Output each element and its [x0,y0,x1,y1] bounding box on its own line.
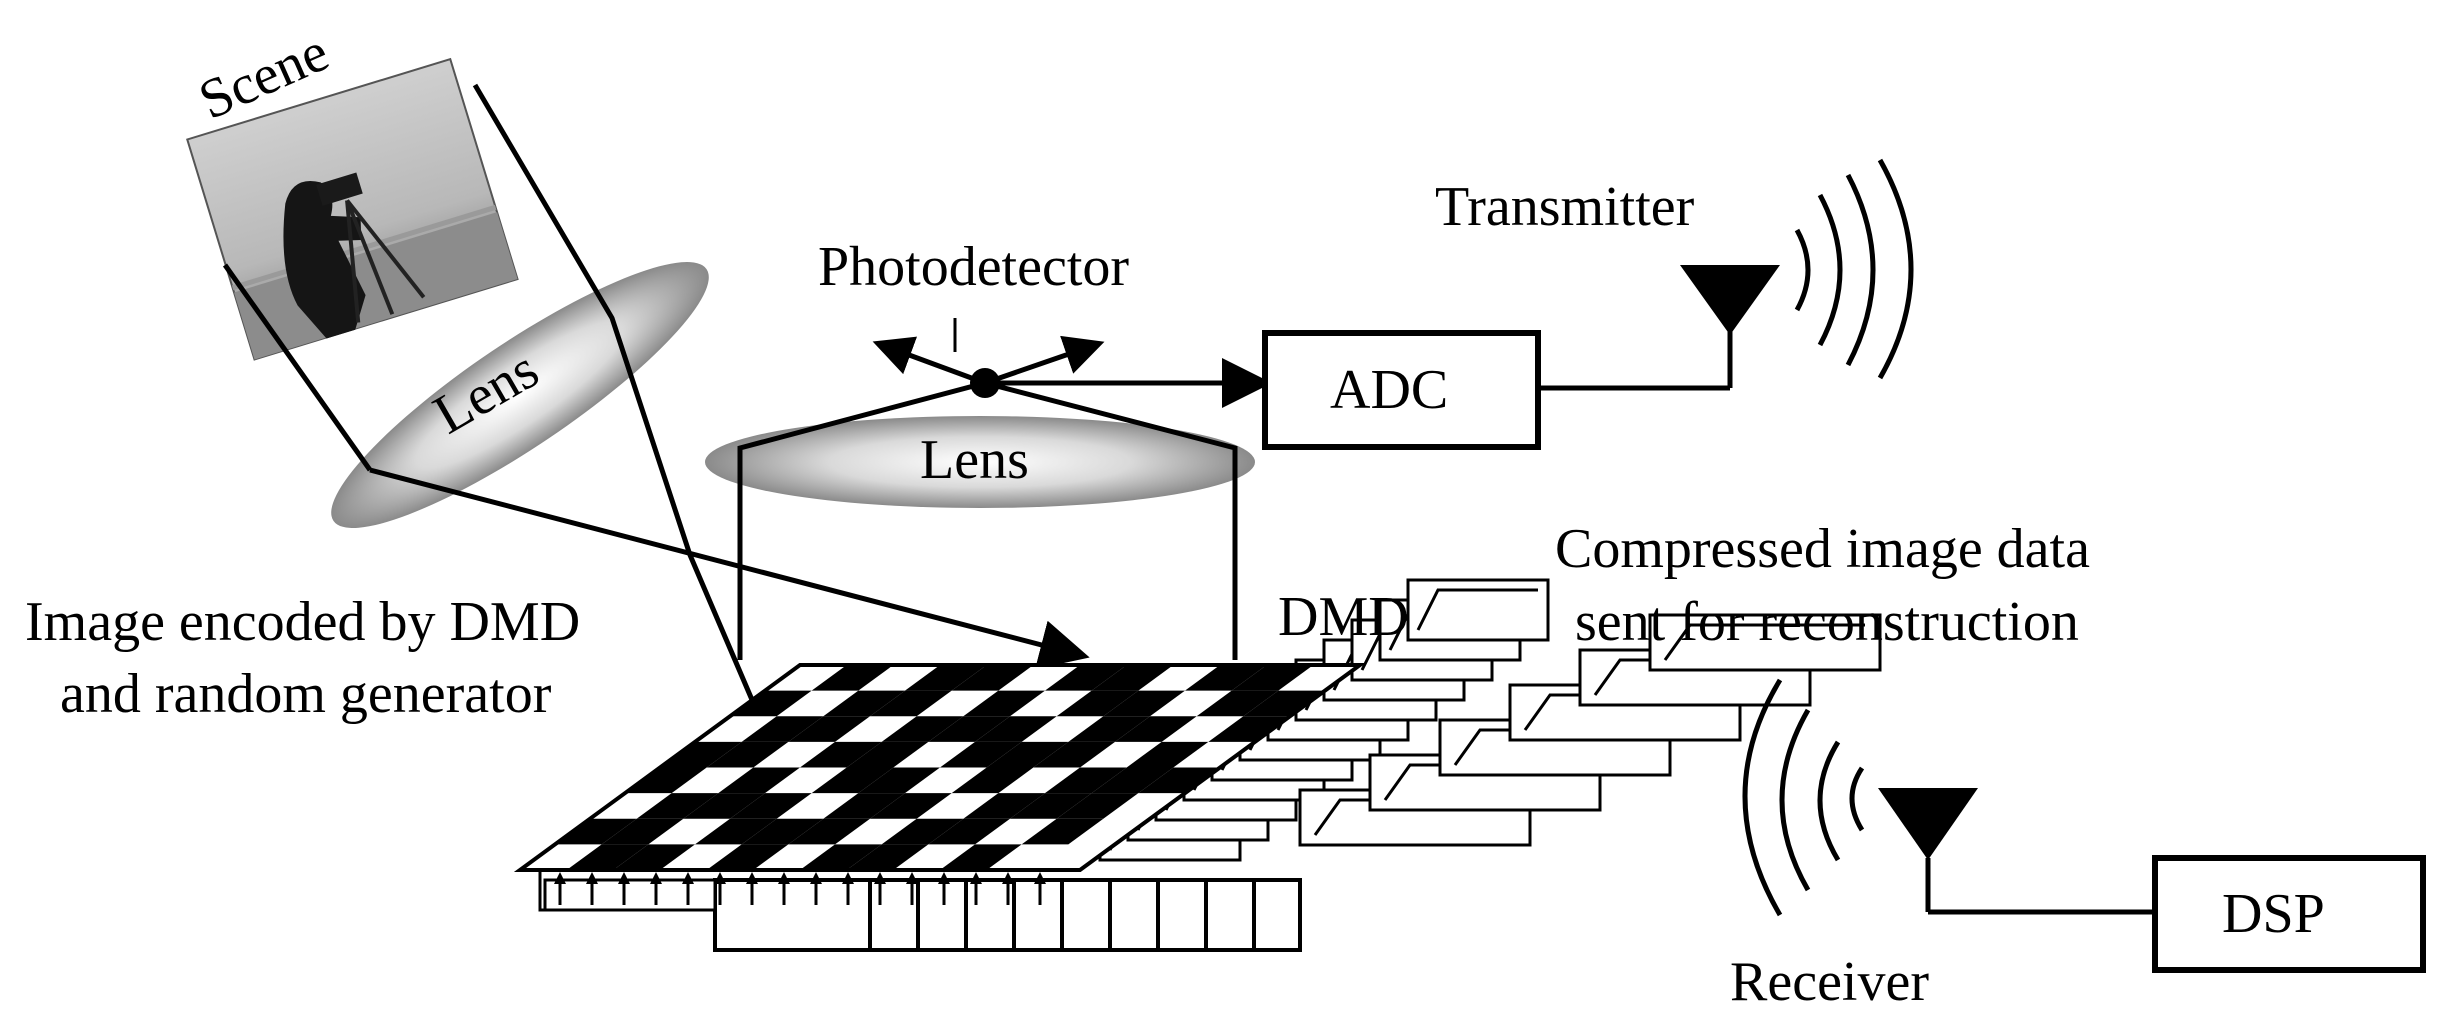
transmitter-label: Transmitter [1435,176,1695,238]
compressed-label-line1: Compressed image data [1555,518,2090,580]
dmd-mask-cell [706,844,789,870]
dmd-mask-cell [951,665,1034,691]
dmd-mask-cell [555,818,637,845]
dmd-mask-cell [695,818,777,845]
dmd-mask-cell [625,767,707,794]
dmd-mask-cell [881,818,964,845]
top-lens [705,416,1255,508]
dmd-mask-cell [811,767,894,794]
receive-waves-icon [1742,678,1865,917]
dmd-mask-cell [1138,767,1220,794]
dmd-mask-cell [823,793,905,819]
photodetector-node [872,318,1272,408]
dmd-mask-cell [718,767,800,794]
receiver-label: Receiver [1730,951,1929,1013]
dmd-mask-cell [811,665,894,691]
encoded-label-line2: and random generator [60,663,552,725]
dsp-label: DSP [2222,883,2325,945]
dmd-mask-cell [846,844,929,870]
dmd-array [513,578,1882,952]
transmit-waves-icon [1794,158,1914,380]
dmd-mask-cell [1045,665,1127,691]
dmd-mask-cell [1115,716,1197,742]
dmd-mask-cell [706,741,789,768]
dmd-mask-cell [788,716,870,742]
dmd-mask-cell [1185,665,1267,691]
dmd-mask-cell [730,690,812,717]
dmd-mask-cell [963,793,1045,819]
dmd-mask-cell [636,793,719,819]
dmd-mask-cell [1010,793,1092,819]
dmd-mask-cell [928,818,1010,845]
dmd-mask-cell [1243,690,1325,717]
dmd-mask-cell [928,716,1010,742]
light-rays [222,83,1090,841]
dmd-layer-row [1648,613,1882,672]
dmd-mask-cell [741,716,824,742]
dmd-mask-pattern [555,665,1325,870]
dmd-mask-cell [730,793,812,819]
dmd-mask-cell [1196,690,1279,717]
dmd-mask-cell [1091,665,1174,691]
dmd-mask-cell [566,844,649,870]
dmd-front-boxes [543,878,1302,952]
dmd-mask-cell [1231,665,1314,691]
dmd-mask-cell [613,844,695,870]
dmd-layer-box [1406,578,1550,642]
dmd-mask-cell [940,741,1022,768]
transmitter-antenna-icon [1680,265,1780,335]
dmd-mask-cell [741,818,824,845]
dsp-box [2152,855,2426,973]
dmd-mask-cell [881,716,964,742]
dmd-label: DMD [1278,586,1409,648]
dmd-mask-cell [800,844,882,870]
dmd-mask-cell [986,741,1069,768]
dmd-mask-cell [870,793,952,819]
dmd-mask-cell [940,844,1022,870]
top-lens-label: Lens [920,429,1029,491]
dmd-mask-cell [601,818,684,845]
dmd-mask-cell [1045,767,1127,794]
photodetector-label: Photodetector [818,236,1129,298]
dmd-mask-cell [975,716,1057,742]
dmd-mask-cell [1056,690,1139,717]
dmd-mask-cell [660,741,742,768]
dmd-micromirror-arrows [538,870,1046,912]
dmd-mask-cell [963,690,1045,717]
compressed-label-line2: sent for reconstruction [1575,591,2079,653]
dmd-mask-cell [788,818,870,845]
dmd-mask-cell [905,665,987,691]
dmd-mask-cell [858,767,940,794]
encoded-label-line1: Image encoded by DMD [25,591,580,653]
dmd-mask-cell [1103,690,1185,717]
dmd-mask-cell [1091,767,1174,794]
receiver-antenna-icon [1878,788,1978,860]
dmd-mask-cell [846,741,929,768]
dmd-mask-cell [1126,741,1209,768]
dmd-mask-cell [800,741,882,768]
dmd-mask-cell [1033,741,1115,768]
dmd-mask-cell [683,793,765,819]
dmd-mask-cell [823,690,905,717]
dmd-mask-cell [951,767,1034,794]
dmd-mask-cell [1056,793,1139,819]
dmd-mask-cell [870,690,952,717]
dmd-mask-cell [1208,716,1290,742]
dmd-mask-cell [1068,716,1150,742]
dmd-mask-cell [1021,818,1104,845]
adc-label: ADC [1330,359,1448,421]
scene-image [186,57,519,361]
